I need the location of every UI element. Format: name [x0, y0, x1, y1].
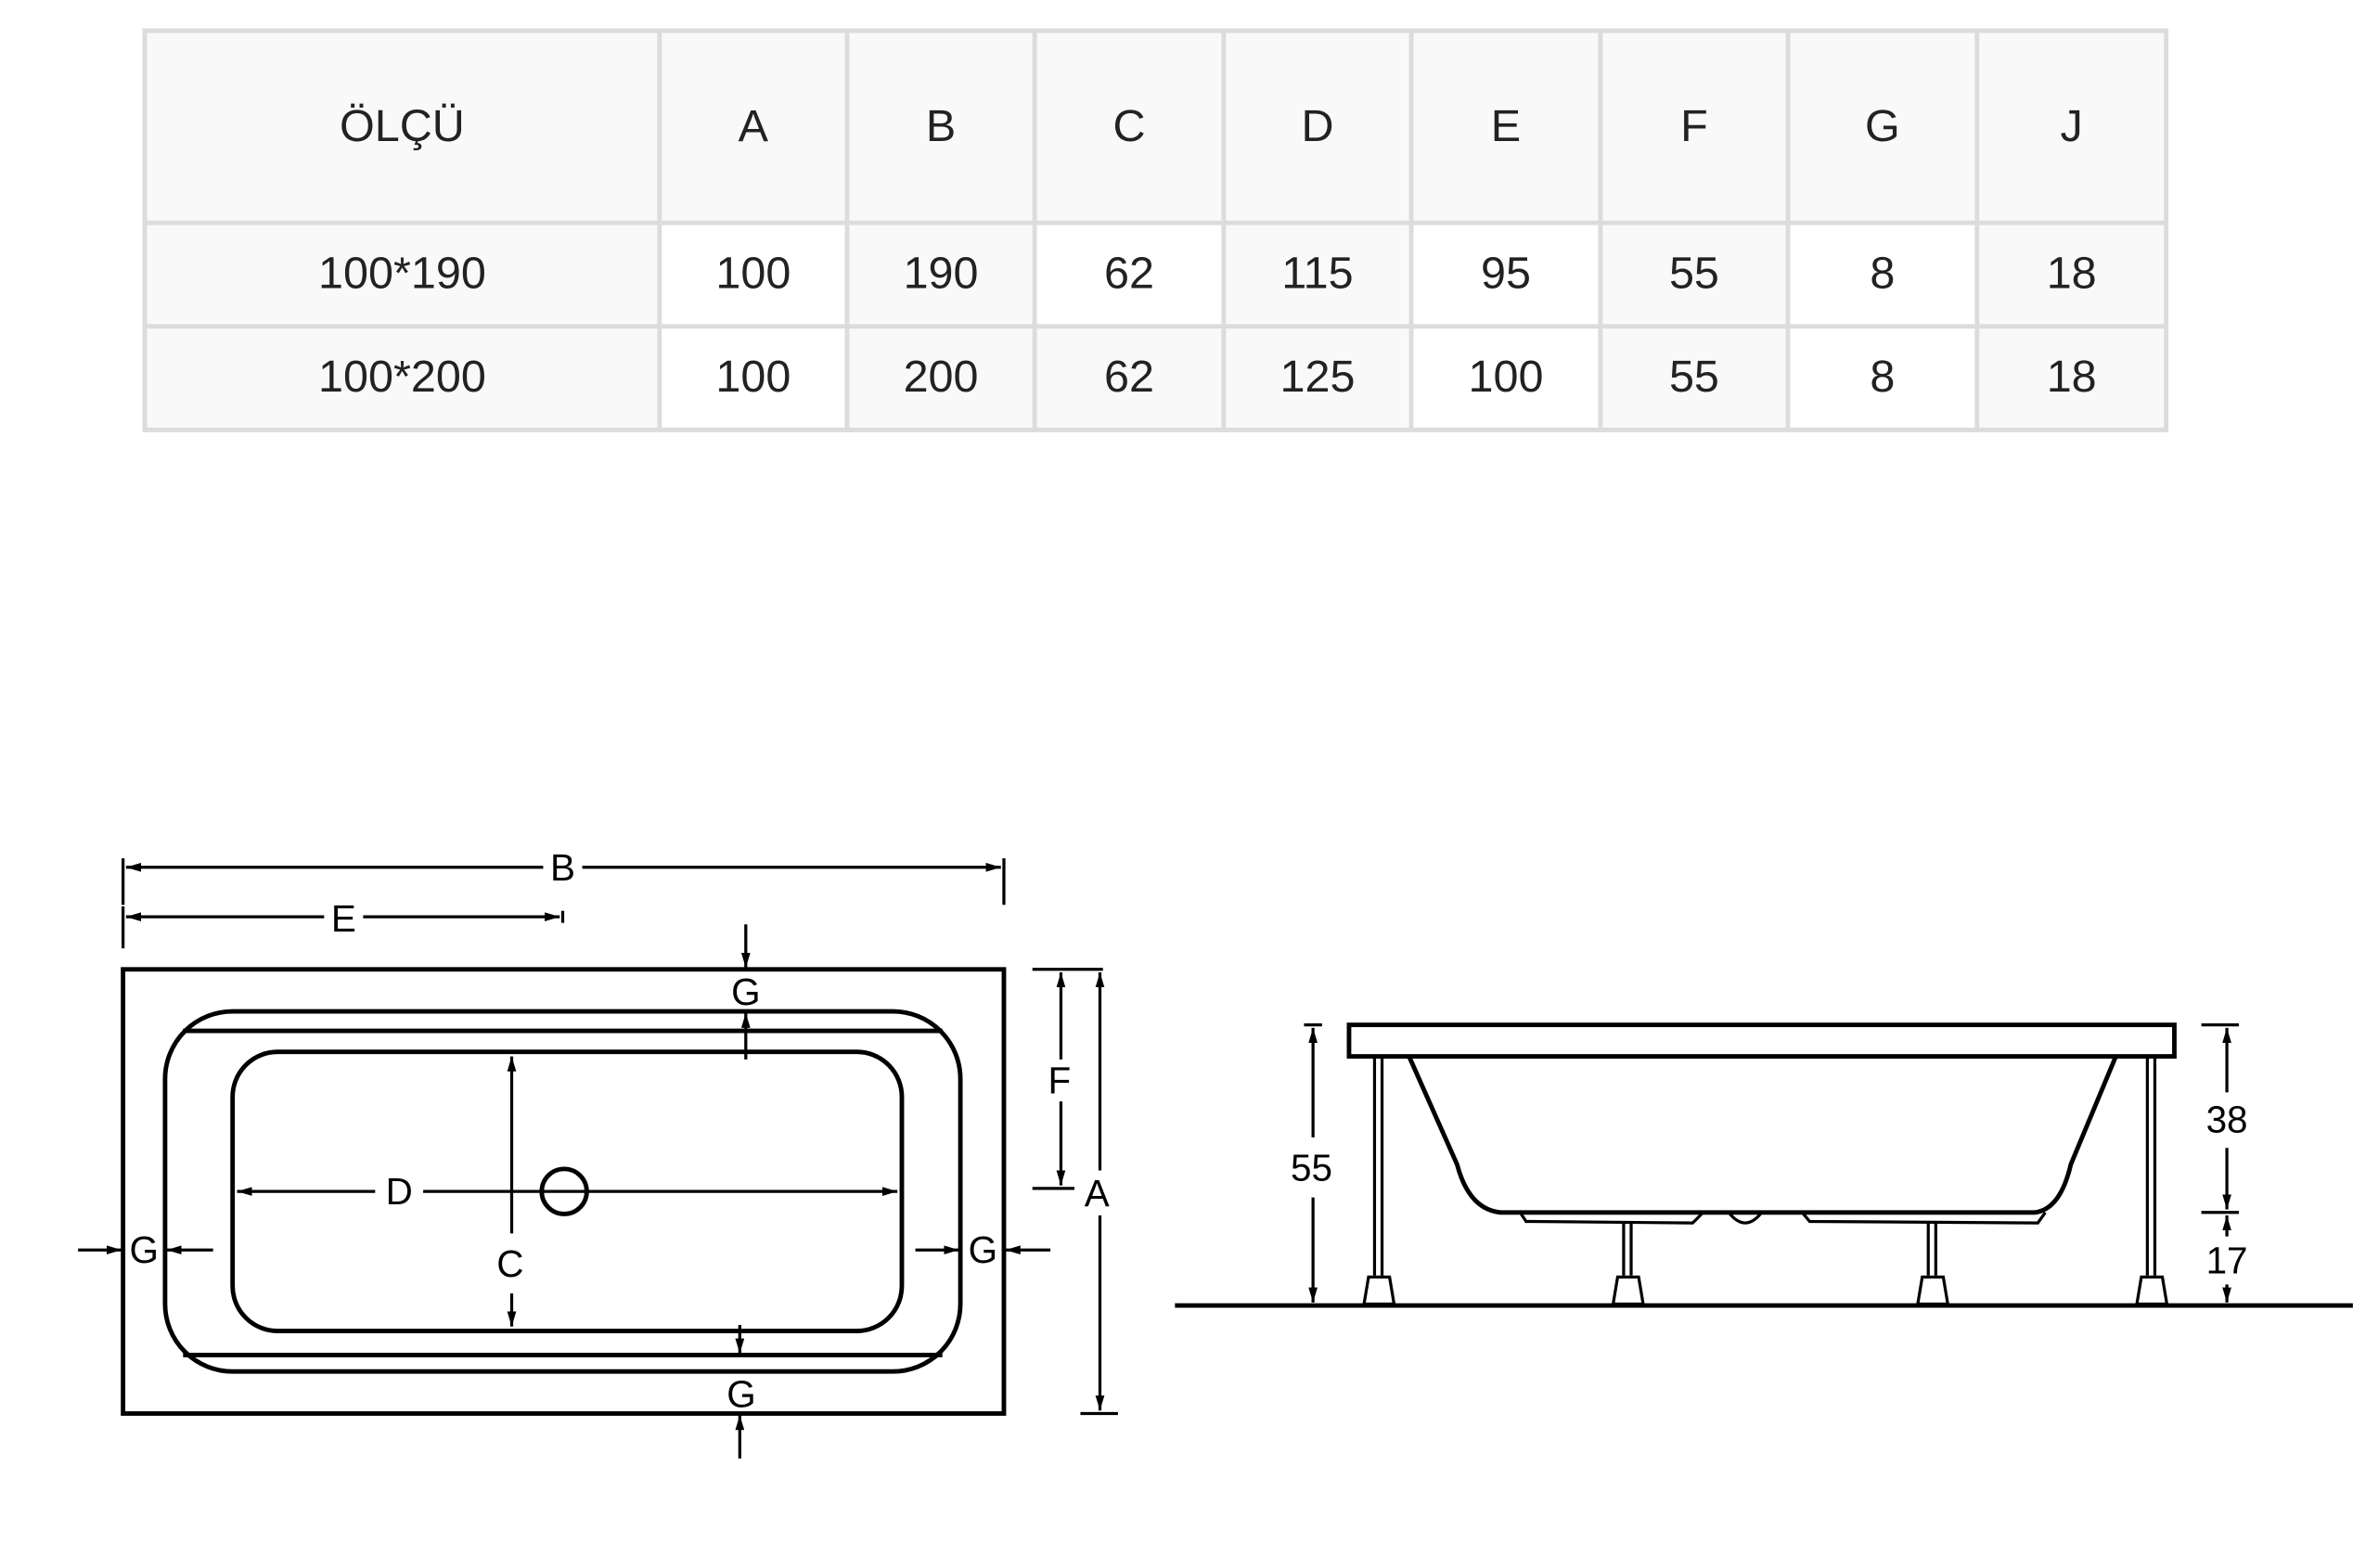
label-g-top: G: [731, 970, 760, 1013]
cell: 55: [1598, 220, 1791, 329]
side-view: [1175, 1022, 2353, 1308]
label-a: A: [1085, 1172, 1110, 1215]
cell: 62: [1032, 220, 1227, 329]
label-height-total: 55: [1291, 1146, 1332, 1189]
label-f: F: [1048, 1059, 1071, 1101]
cell: 125: [1221, 324, 1414, 432]
cell: 18: [1974, 220, 2168, 329]
header-c: C: [1032, 28, 1227, 225]
label-b: B: [550, 846, 575, 889]
dimension-table: ÖLÇÜ A B C D E F G J 100*190 100 190 62 …: [142, 28, 2168, 432]
plan-view: [78, 858, 1118, 1459]
cell: 55: [1598, 324, 1791, 432]
cell: 100: [657, 220, 850, 329]
table-header-row: ÖLÇÜ A B C D E F G J: [142, 28, 2168, 225]
cell: 8: [1785, 220, 1980, 329]
cell: 100*190: [142, 220, 662, 329]
cell: 100: [1408, 324, 1603, 432]
header-b: B: [844, 28, 1037, 225]
label-c: C: [496, 1242, 523, 1285]
cell: 100*200: [142, 324, 662, 432]
label-d: D: [386, 1170, 413, 1213]
rim-outline: [162, 1009, 963, 1374]
side-labels: 55 38 17: [1291, 1099, 2248, 1282]
basin-outline: [230, 1049, 905, 1333]
label-g-bottom: G: [726, 1372, 755, 1415]
header-j: J: [1974, 28, 2168, 225]
cell: 100: [657, 324, 850, 432]
label-rim-depth: 38: [2206, 1099, 2248, 1141]
header-d: D: [1221, 28, 1414, 225]
cell: 190: [844, 220, 1037, 329]
cell: 115: [1221, 220, 1414, 329]
legs: [1362, 1056, 2169, 1306]
label-g-left: G: [130, 1228, 159, 1271]
drain-outlet: [1727, 1211, 1763, 1225]
header-e: E: [1408, 28, 1603, 225]
table-row: 100*200 100 200 62 125 100 55 8 18: [142, 324, 2168, 432]
label-g-right: G: [969, 1228, 997, 1271]
tub-rim: [1346, 1022, 2177, 1060]
tub-bottom-right: [1801, 1211, 2047, 1225]
header-g: G: [1785, 28, 1980, 225]
cell: 18: [1974, 324, 2168, 432]
cell: 95: [1408, 220, 1603, 329]
tub-bottom-left: [1518, 1211, 1704, 1225]
header-a: A: [657, 28, 850, 225]
plan-labels: B E D C F A G G G G: [130, 846, 1110, 1416]
cell: 200: [844, 324, 1037, 432]
tub-outline: [121, 967, 1007, 1416]
tub-basin: [1407, 1055, 2118, 1215]
header-size: ÖLÇÜ: [142, 28, 662, 225]
header-f: F: [1598, 28, 1791, 225]
label-leg-height: 17: [2206, 1240, 2248, 1282]
cell: 8: [1785, 324, 1980, 432]
table-row: 100*190 100 190 62 115 95 55 8 18: [142, 220, 2168, 329]
label-e: E: [331, 897, 356, 940]
cell: 62: [1032, 324, 1227, 432]
